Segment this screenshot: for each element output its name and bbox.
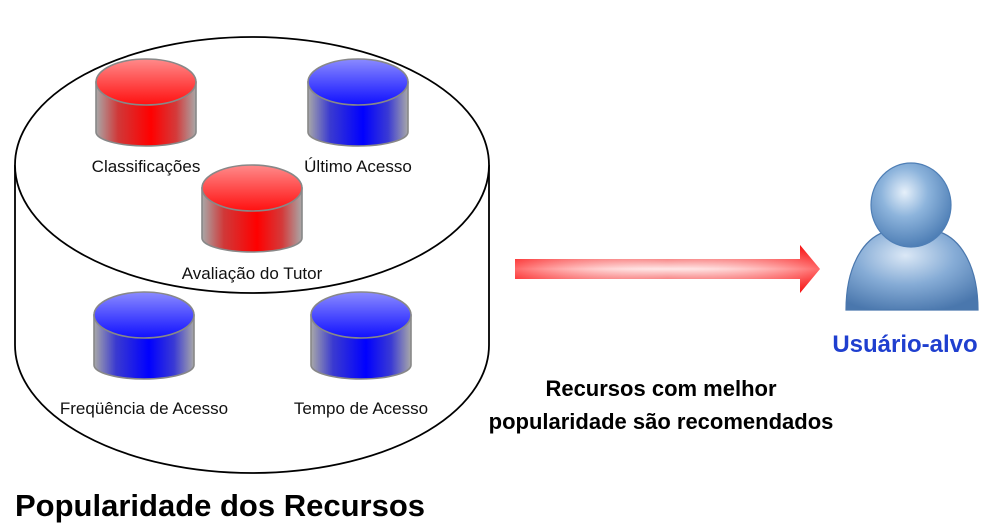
user-label: Usuário-alvo: [832, 331, 977, 358]
source-label-frequencia-de-acesso: Freqüência de Acesso: [60, 399, 228, 418]
source-classificacoes: Classificações: [92, 58, 201, 176]
source-ultimo-acesso: Último Acesso: [304, 58, 412, 176]
blue-cylinder-icon: [310, 291, 412, 380]
arrow-caption-line-2: popularidade são recomendados: [489, 409, 834, 434]
source-label-ultimo-acesso: Último Acesso: [304, 157, 412, 176]
source-tempo-de-acesso: Tempo de Acesso: [294, 291, 428, 418]
user-icon: [845, 162, 979, 311]
source-label-tempo-de-acesso: Tempo de Acesso: [294, 399, 428, 418]
blue-cylinder-icon: [307, 58, 409, 147]
blue-cylinder-icon: [93, 291, 195, 380]
red-cylinder-icon: [201, 164, 303, 253]
source-avaliacao-do-tutor: Avaliação do Tutor: [182, 164, 323, 283]
arrow-caption-line-1: Recursos com melhor: [545, 376, 777, 401]
recommendation-arrow-icon: [515, 245, 820, 293]
red-cylinder-icon: [95, 58, 197, 147]
source-frequencia-de-acesso: Freqüência de Acesso: [60, 291, 228, 418]
source-label-avaliacao-do-tutor: Avaliação do Tutor: [182, 264, 323, 283]
diagram-title: Popularidade dos Recursos: [15, 488, 425, 523]
source-label-classificacoes: Classificações: [92, 157, 201, 176]
